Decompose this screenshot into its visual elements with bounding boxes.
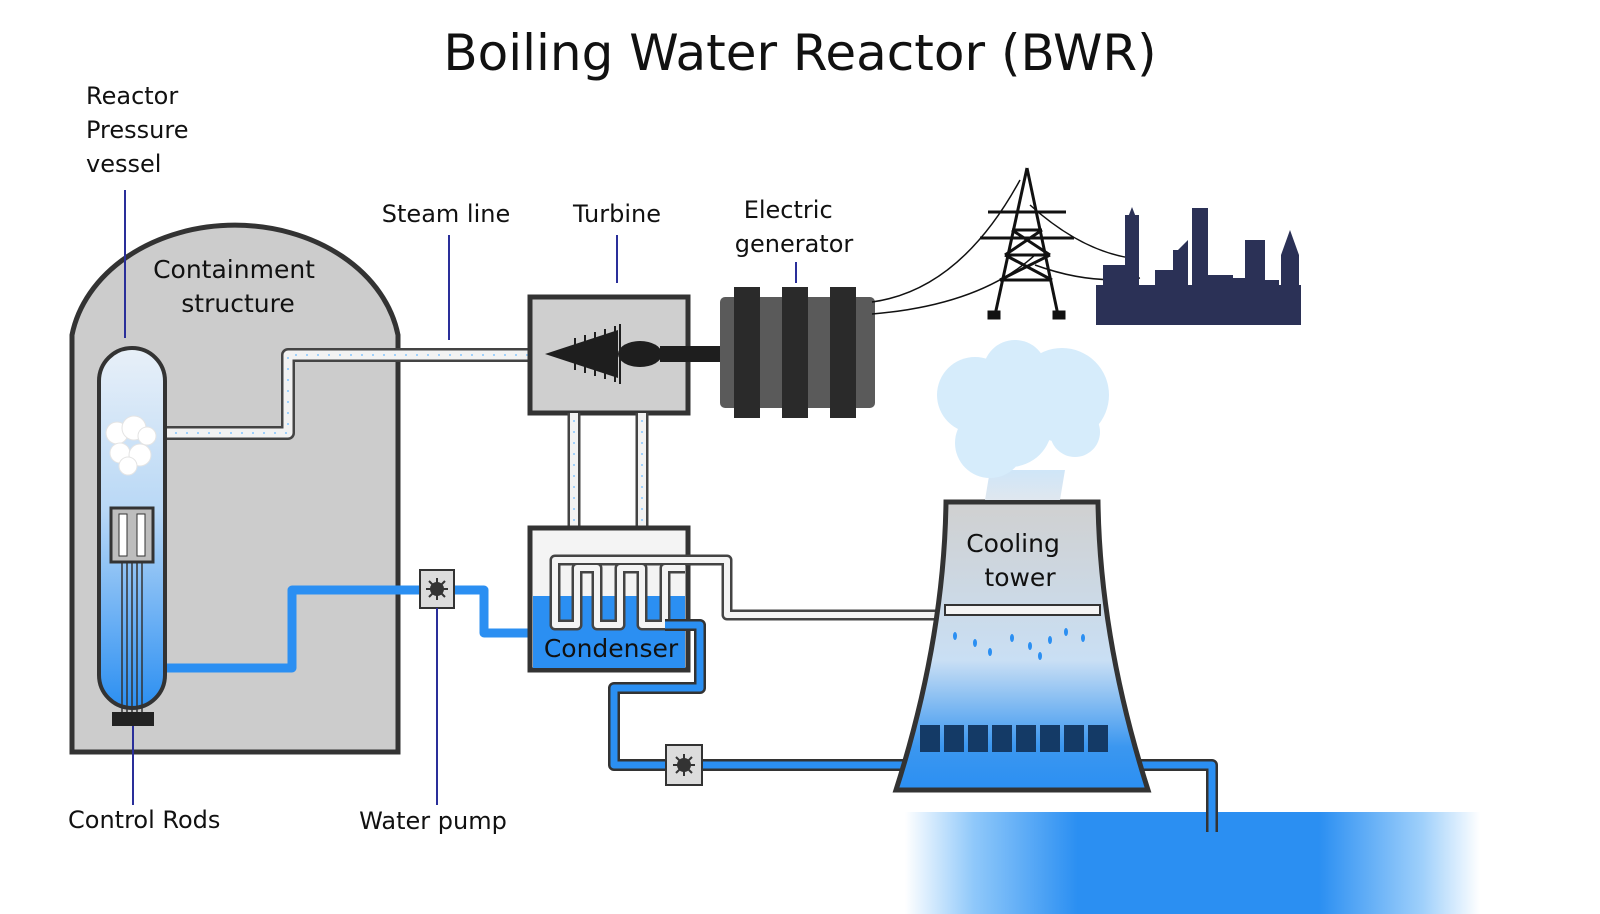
spray-droplets (953, 628, 1085, 660)
label-control-rods: Control Rods (68, 806, 220, 834)
turbine-shaft (660, 346, 720, 362)
pump-gear-icon[interactable] (665, 744, 703, 786)
label-condenser: Condenser (544, 634, 679, 663)
tower-fill-packs (920, 725, 1108, 752)
label-containment-structure: Containment structure (153, 255, 323, 318)
fuel-assembly (109, 506, 155, 564)
leader-lines (124, 190, 797, 805)
transmission-tower-icon (980, 167, 1074, 320)
pump-gear-icon[interactable] (419, 569, 455, 609)
vapor-plume (985, 470, 1065, 500)
label-turbine: Turbine (572, 200, 661, 228)
city-skyline-icon (1096, 207, 1301, 325)
control-rod-drive (112, 712, 154, 726)
water-body (905, 812, 1480, 914)
control-rods (121, 562, 143, 712)
feedwater-pipe (164, 585, 538, 673)
diagram-title: Boiling Water Reactor (BWR) (443, 24, 1156, 82)
steam-cloud-icon (937, 340, 1109, 478)
label-electric-generator: Electric generator (735, 196, 854, 258)
steam-bubbles-icon (105, 415, 157, 476)
turbine-rotor-icon (545, 324, 662, 384)
label-cooling-tower: Cooling tower (966, 529, 1068, 592)
cooling-tower (892, 499, 1152, 793)
label-water-pump: Water pump (359, 807, 507, 835)
label-steam-line: Steam line (382, 200, 510, 228)
label-reactor-pressure-vessel: Reactor Pressure vessel (86, 82, 196, 178)
